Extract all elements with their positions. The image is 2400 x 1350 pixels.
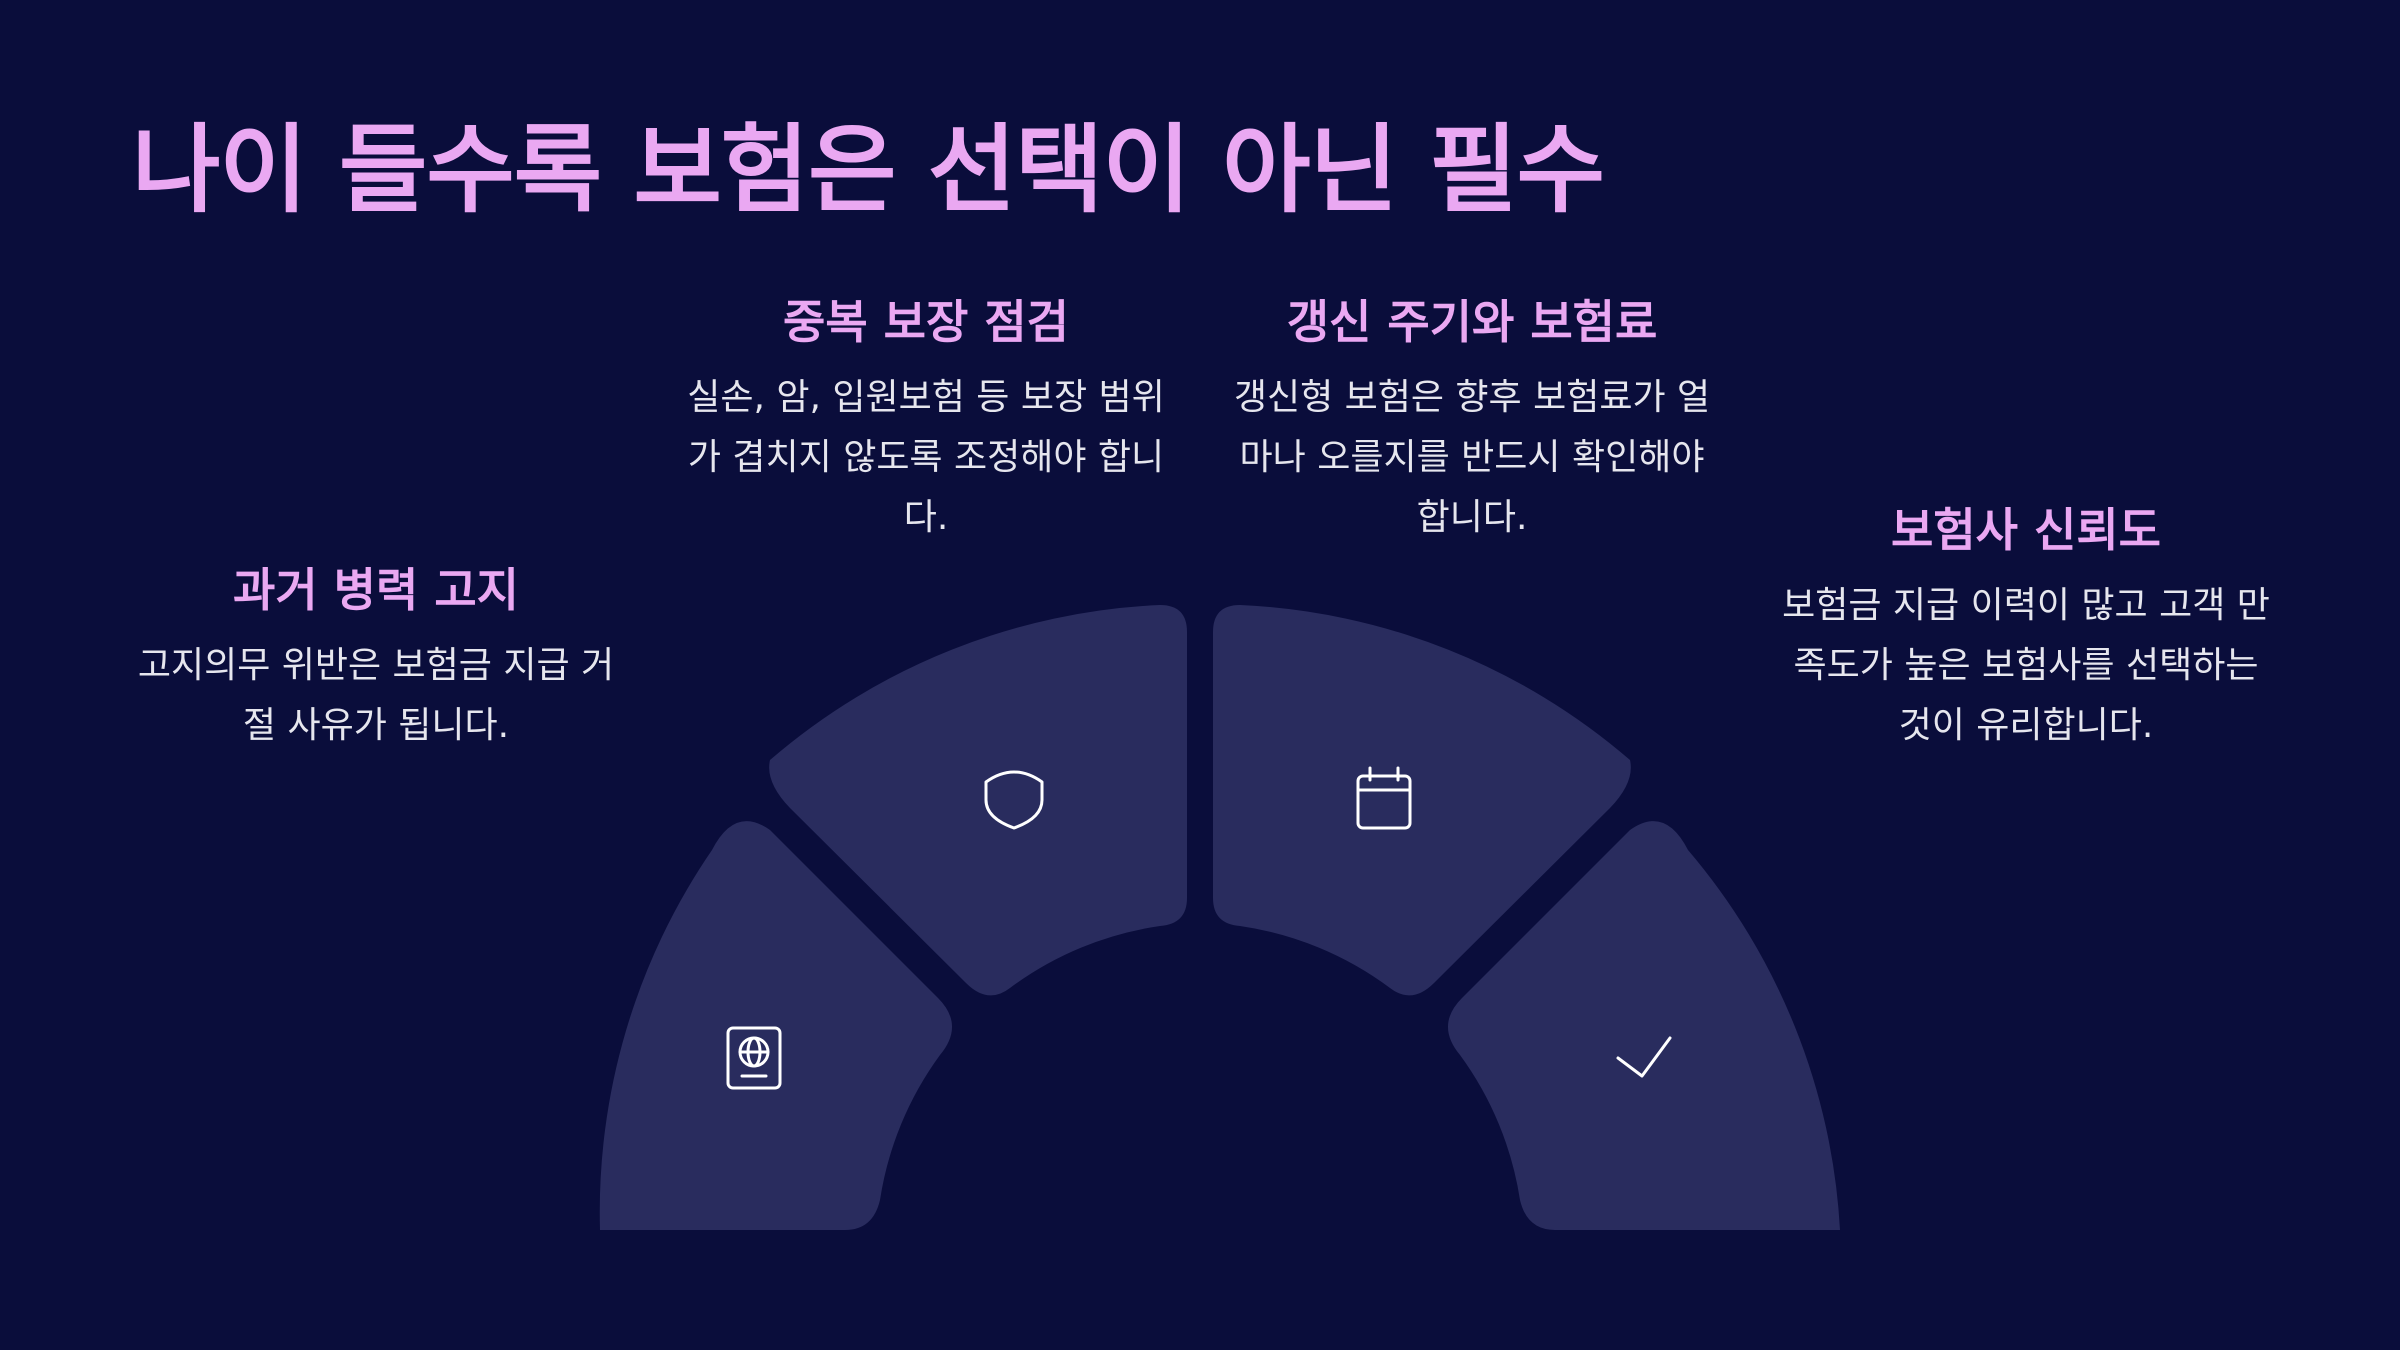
segment-insurer-reliability — [1447, 821, 1840, 1230]
passport-icon — [726, 1026, 782, 1090]
shield-icon — [984, 770, 1044, 830]
segment-duplicate-coverage — [769, 605, 1187, 996]
item-body: 보험금 지급 이력이 많고 고객 만족도가 높은 보험사를 선택하는 것이 유리… — [1782, 585, 2270, 746]
page-title: 나이 들수록 보험은 선택이 아닌 필수 — [132, 114, 1605, 226]
item-heading: 갱신 주기와 보험료 — [1286, 295, 1658, 349]
segment-renewal-premium — [1213, 605, 1631, 996]
check-icon — [1616, 1036, 1672, 1078]
item-past-medical-history: 과거 병력 고지 고지의무 위반은 보험금 지급 거절 사유가 됩니다. — [126, 560, 626, 756]
item-insurer-reliability: 보험사 신뢰도 보험금 지급 이력이 많고 고객 만족도가 높은 보험사를 선택… — [1776, 500, 2276, 756]
item-body: 실손, 암, 입원보험 등 보장 범위가 겹치지 않도록 조정해야 합니다. — [687, 377, 1165, 538]
item-heading: 과거 병력 고지 — [233, 563, 519, 617]
item-body: 고지의무 위반은 보험금 지급 거절 사유가 됩니다. — [137, 645, 615, 746]
calendar-icon — [1356, 766, 1412, 830]
item-body: 갱신형 보험은 향후 보험료가 얼마나 오를지를 반드시 확인해야 합니다. — [1233, 377, 1711, 538]
item-duplicate-coverage: 중복 보장 점검 실손, 암, 입원보험 등 보장 범위가 겹치지 않도록 조정… — [676, 292, 1176, 548]
segment-past-medical-history — [599, 821, 953, 1230]
item-heading: 보험사 신뢰도 — [1891, 503, 2161, 557]
item-renewal-premium: 갱신 주기와 보험료 갱신형 보험은 향후 보험료가 얼마나 오를지를 반드시 … — [1222, 292, 1722, 548]
item-heading: 중복 보장 점검 — [783, 295, 1069, 349]
